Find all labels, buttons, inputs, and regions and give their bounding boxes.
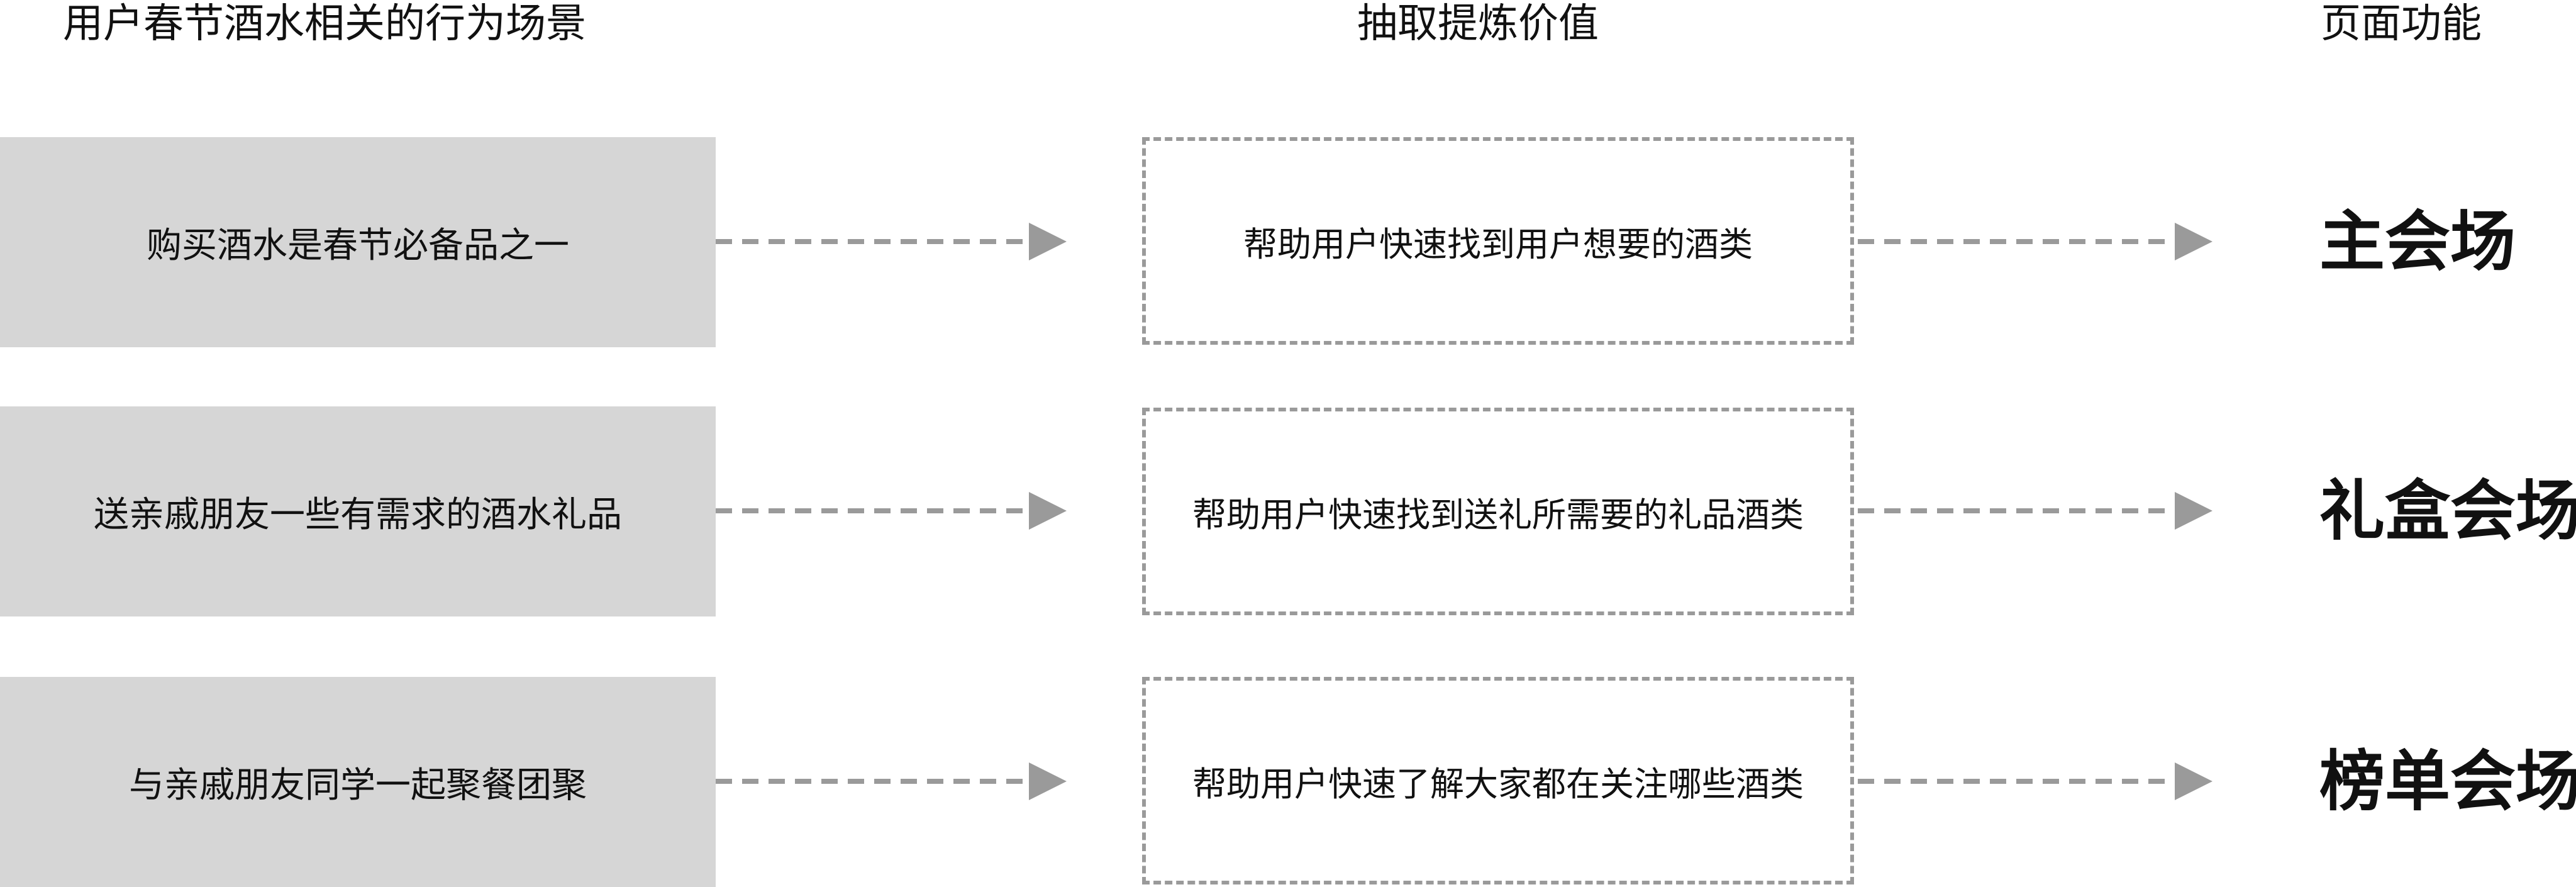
scenario-box-1: 购买酒水是春节必备品之一 [0, 137, 716, 347]
arrow-head-value-to-function-3 [2175, 762, 2212, 800]
arrow-head-scenario-to-value-2 [1029, 492, 1067, 530]
connector-arrows [716, 223, 2212, 800]
value-box-2: 帮助用户快速找到送礼所需要的礼品酒类 [1142, 408, 1854, 615]
value-box-1: 帮助用户快速找到用户想要的酒类 [1142, 137, 1854, 345]
value-box-3: 帮助用户快速了解大家都在关注哪些酒类 [1142, 677, 1854, 884]
arrow-head-scenario-to-value-1 [1029, 223, 1067, 260]
scenario-box-2: 送亲戚朋友一些有需求的酒水礼品 [0, 406, 716, 616]
value-column-header: 抽取提炼价值 [1357, 1, 1599, 47]
function-label-2: 礼盒会场 [2319, 472, 2576, 549]
function-label-1: 主会场 [2319, 203, 2516, 280]
scenario-text-3: 与亲戚朋友同学一起聚餐团聚 [129, 764, 587, 806]
arrow-head-value-to-function-1 [2175, 223, 2212, 260]
arrow-head-scenario-to-value-3 [1029, 762, 1067, 800]
value-text-2: 帮助用户快速找到送礼所需要的礼品酒类 [1192, 494, 1804, 535]
value-text-1: 帮助用户快速找到用户想要的酒类 [1243, 224, 1753, 264]
arrow-head-value-to-function-2 [2175, 492, 2212, 530]
function-column-header: 页面功能 [2321, 1, 2482, 47]
function-label-3: 榜单会场 [2319, 743, 2576, 820]
value-text-3: 帮助用户快速了解大家都在关注哪些酒类 [1192, 764, 1804, 804]
scenario-text-1: 购买酒水是春节必备品之一 [147, 225, 569, 266]
scenario-text-2: 送亲戚朋友一些有需求的酒水礼品 [94, 494, 622, 535]
scenario-box-3: 与亲戚朋友同学一起聚餐团聚 [0, 677, 716, 887]
scenario-column-header: 用户春节酒水相关的行为场景 [63, 1, 586, 47]
